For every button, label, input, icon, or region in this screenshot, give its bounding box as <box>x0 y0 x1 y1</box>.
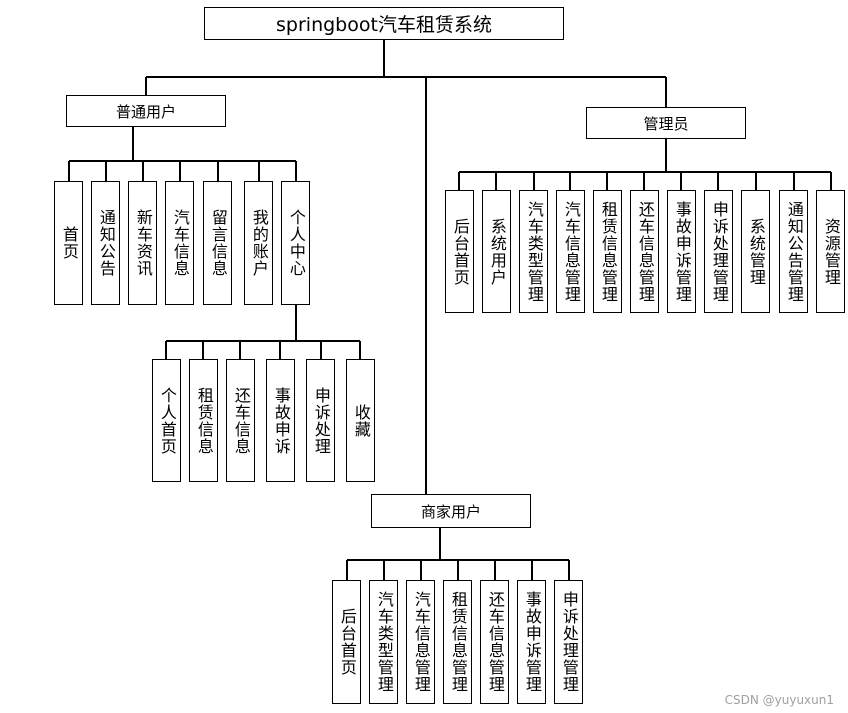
node-label: 汽车类型管理 <box>374 591 394 693</box>
node-label: 事故申诉 <box>271 386 291 455</box>
node-label: 租赁信息管理 <box>448 591 468 693</box>
node-label: 通知公告管理 <box>784 200 804 303</box>
user-item-3: 汽车信息 <box>165 181 194 305</box>
node-label: 申诉处理管理 <box>709 200 729 303</box>
node-label: 新车资讯 <box>133 209 153 277</box>
center-item-1: 租赁信息 <box>189 359 218 482</box>
node-label: 申诉处理 <box>311 386 331 455</box>
merchant-role-label: 商家用户 <box>420 502 481 521</box>
node-label: 汽车信息管理 <box>561 200 581 303</box>
node-label: 收藏 <box>351 403 371 438</box>
node-label: 汽车类型管理 <box>524 200 544 303</box>
admin-item-3: 汽车信息管理 <box>556 190 585 313</box>
user-role-label: 普通用户 <box>115 102 176 121</box>
admin-item-0: 后台首页 <box>445 190 474 313</box>
admin-role-box: 管理员 <box>586 107 746 139</box>
user-item-2: 新车资讯 <box>128 181 157 305</box>
merchant-role-box: 商家用户 <box>371 494 531 528</box>
admin-item-9: 通知公告管理 <box>779 190 808 313</box>
node-label: 后台首页 <box>337 608 357 676</box>
admin-item-5: 还车信息管理 <box>630 190 659 313</box>
merchant-item-0: 后台首页 <box>332 580 361 704</box>
admin-item-6: 事故申诉管理 <box>667 190 696 313</box>
node-label: 租赁信息 <box>194 386 214 455</box>
node-label: 系统管理 <box>746 217 766 286</box>
user-item-4: 留言信息 <box>203 181 232 305</box>
center-item-3: 事故申诉 <box>266 359 295 482</box>
node-label: 首页 <box>59 226 79 260</box>
merchant-item-2: 汽车信息管理 <box>406 580 435 704</box>
node-label: 留言信息 <box>208 209 228 277</box>
node-label: 后台首页 <box>450 217 470 286</box>
node-label: 事故申诉管理 <box>522 591 542 693</box>
node-label: 汽车信息 <box>170 209 190 277</box>
node-label: 资源管理 <box>821 217 841 286</box>
node-label: 通知公告 <box>96 209 116 277</box>
admin-item-2: 汽车类型管理 <box>519 190 548 313</box>
user-item-0: 首页 <box>54 181 83 305</box>
admin-role-label: 管理员 <box>643 114 689 133</box>
node-label: 个人中心 <box>286 209 306 277</box>
merchant-item-4: 还车信息管理 <box>480 580 509 704</box>
admin-item-4: 租赁信息管理 <box>593 190 622 313</box>
node-label: 汽车信息管理 <box>411 591 431 693</box>
admin-item-10: 资源管理 <box>816 190 845 313</box>
merchant-item-3: 租赁信息管理 <box>443 580 472 704</box>
node-label: 申诉处理管理 <box>559 591 579 693</box>
node-label: 还车信息 <box>231 386 251 455</box>
admin-item-1: 系统用户 <box>482 190 511 313</box>
watermark: CSDN @yuyuxun1 <box>724 693 834 707</box>
root-title: springboot汽车租赁系统 <box>276 14 492 36</box>
root-title-box: springboot汽车租赁系统 <box>204 7 564 40</box>
center-item-2: 还车信息 <box>226 359 255 482</box>
node-label: 我的账户 <box>249 209 269 277</box>
user-item-6: 个人中心 <box>281 181 310 305</box>
admin-item-7: 申诉处理管理 <box>704 190 733 313</box>
node-label: 个人首页 <box>157 386 177 455</box>
center-item-0: 个人首页 <box>152 359 181 482</box>
merchant-item-1: 汽车类型管理 <box>369 580 398 704</box>
user-item-1: 通知公告 <box>91 181 120 305</box>
admin-item-8: 系统管理 <box>741 190 770 313</box>
user-item-5: 我的账户 <box>244 181 273 305</box>
node-label: 还车信息管理 <box>485 591 505 693</box>
user-role-box: 普通用户 <box>66 95 226 127</box>
node-label: 事故申诉管理 <box>672 200 692 303</box>
center-item-4: 申诉处理 <box>306 359 335 482</box>
node-label: 租赁信息管理 <box>598 200 618 303</box>
merchant-item-6: 申诉处理管理 <box>554 580 583 704</box>
node-label: 系统用户 <box>487 217 507 286</box>
center-item-5: 收藏 <box>346 359 375 482</box>
merchant-item-5: 事故申诉管理 <box>517 580 546 704</box>
node-label: 还车信息管理 <box>635 200 655 303</box>
